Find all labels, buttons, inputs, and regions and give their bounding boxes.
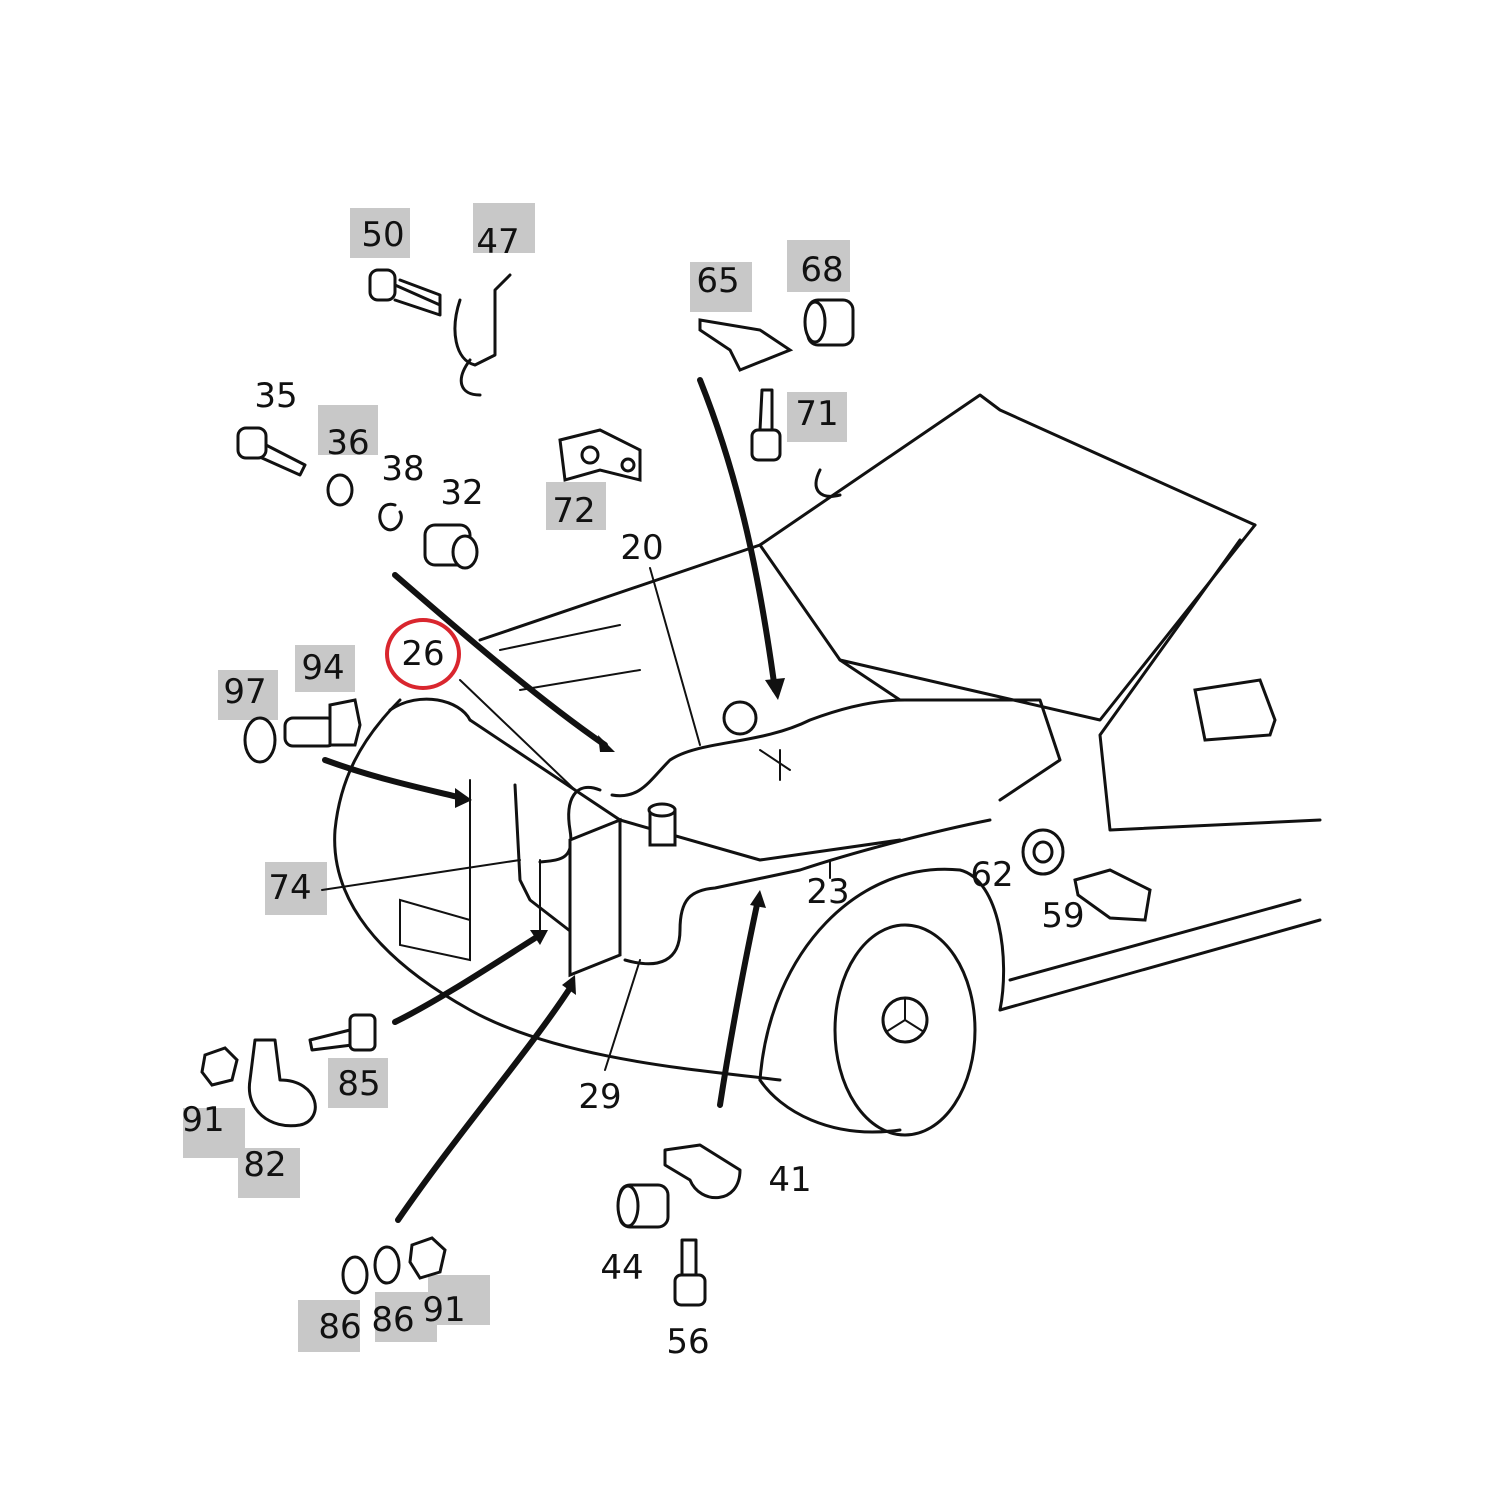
- part-label-20[interactable]: 20: [620, 528, 664, 568]
- part-label-47[interactable]: 47: [476, 222, 520, 262]
- highlight-71: [787, 392, 847, 442]
- highlight-47: [473, 203, 535, 253]
- part-label-74[interactable]: 74: [268, 868, 312, 908]
- part-label-35[interactable]: 35: [254, 376, 298, 416]
- washer-hoses: [513, 698, 992, 978]
- part-label-71[interactable]: 71: [795, 394, 839, 434]
- highlight-86a: [298, 1300, 360, 1352]
- part-label-85[interactable]: 85: [337, 1064, 381, 1104]
- part-label-86[interactable]: 86: [318, 1307, 362, 1347]
- part-label-65[interactable]: 65: [696, 261, 740, 301]
- hood-emblem: [722, 700, 758, 736]
- highlight-68: [787, 240, 850, 292]
- highlight-91a: [183, 1108, 245, 1158]
- highlight-94: [295, 645, 355, 692]
- mirror: [1193, 678, 1277, 742]
- part-label-29[interactable]: 29: [578, 1077, 622, 1117]
- part-label-91[interactable]: 91: [422, 1290, 466, 1330]
- car-body-outline: [333, 393, 1322, 1134]
- part-label-38[interactable]: 38: [381, 449, 425, 489]
- highlight-36: [318, 405, 378, 455]
- leader-lines: [321, 567, 831, 1071]
- part-label-91[interactable]: 91: [181, 1100, 225, 1140]
- part-label-26-selected[interactable]: 26: [401, 634, 445, 674]
- part-label-59[interactable]: 59: [1041, 896, 1085, 936]
- highlight-86b: [375, 1292, 437, 1342]
- highlight-74: [265, 862, 327, 915]
- part-label-23[interactable]: 23: [806, 872, 850, 912]
- highlight-97: [218, 670, 278, 720]
- part-label-97[interactable]: 97: [223, 672, 267, 712]
- highlight-82: [238, 1148, 300, 1198]
- part-label-41[interactable]: 41: [768, 1160, 812, 1200]
- part-label-32[interactable]: 32: [440, 473, 484, 513]
- front-wheel: [758, 867, 1006, 1137]
- highlight-85: [328, 1058, 388, 1108]
- highlight-65: [690, 262, 752, 312]
- part-label-44[interactable]: 44: [600, 1248, 644, 1288]
- assembly-arrows: [322, 377, 785, 1223]
- part-label-56[interactable]: 56: [666, 1322, 710, 1362]
- part-label-62[interactable]: 62: [970, 855, 1014, 895]
- highlight-72: [546, 482, 606, 530]
- part-label-82[interactable]: 82: [243, 1145, 287, 1185]
- selected-part-circle: [385, 618, 461, 690]
- part-label-86[interactable]: 86: [371, 1300, 415, 1340]
- part-label-94[interactable]: 94: [301, 648, 345, 688]
- highlight-50: [350, 208, 410, 258]
- hardware-parts: [200, 268, 1152, 1307]
- highlight-91b: [428, 1275, 490, 1325]
- part-label-36[interactable]: 36: [326, 423, 370, 463]
- part-label-68[interactable]: 68: [800, 250, 844, 290]
- part-label-50[interactable]: 50: [361, 215, 405, 255]
- part-label-72[interactable]: 72: [552, 491, 596, 531]
